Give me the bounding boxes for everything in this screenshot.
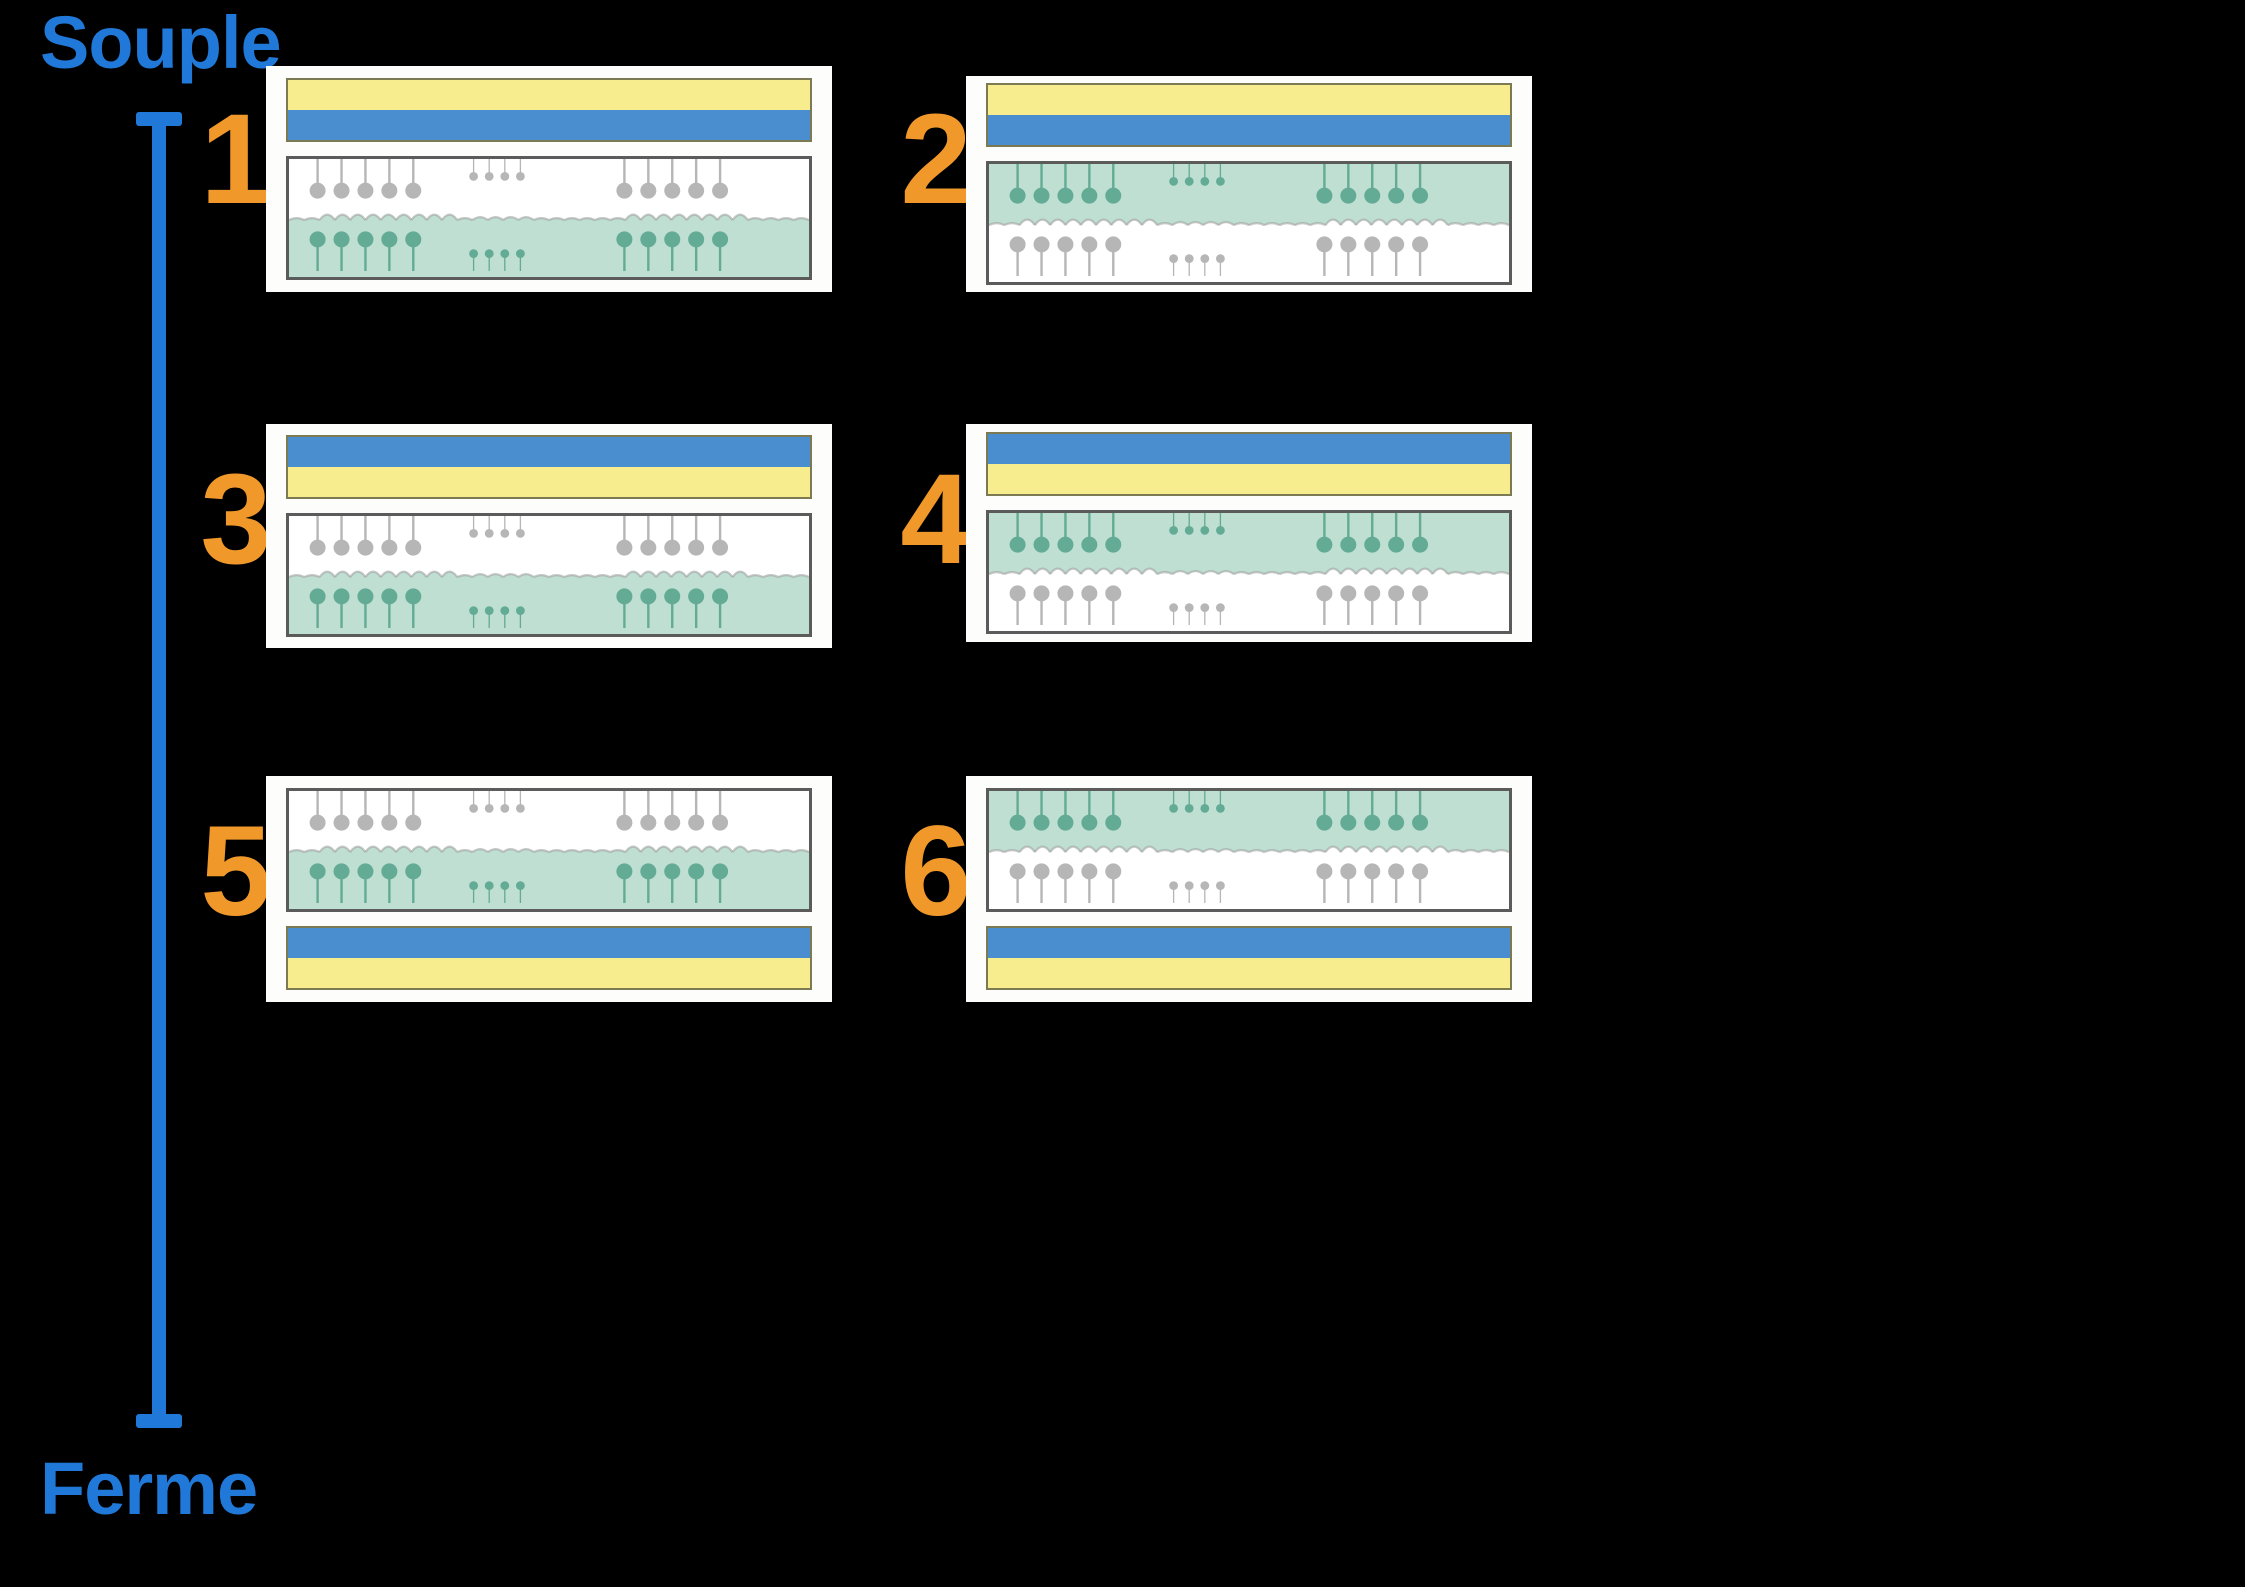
pillow-diagram <box>986 926 1512 990</box>
mattress-diagram <box>986 510 1512 634</box>
spring-pins-top <box>289 159 809 221</box>
panel-number-5: 5 <box>200 800 272 943</box>
mattress-diagram <box>286 156 812 280</box>
spring-pins-top <box>989 791 1509 853</box>
layer-boundary-wave <box>989 836 1509 862</box>
layer-boundary-wave <box>989 558 1509 584</box>
configuration-card-5[interactable] <box>266 776 832 1002</box>
firmness-axis: Souple Ferme <box>0 0 300 1587</box>
pillow-diagram <box>286 435 812 499</box>
pillow-diagram <box>986 83 1512 147</box>
spring-pins-bottom <box>289 847 809 909</box>
configuration-card-2[interactable] <box>966 76 1532 292</box>
axis-label-soft: Souple <box>40 1 282 84</box>
pillow-band-yellow <box>288 467 810 497</box>
panel-number-6: 6 <box>900 800 972 943</box>
pillow-band-yellow <box>988 85 1510 115</box>
layer-boundary-wave <box>289 561 809 587</box>
pillow-band-yellow <box>288 958 810 988</box>
spring-pins-bottom <box>989 220 1509 282</box>
spring-pins-bottom <box>289 215 809 277</box>
pillow-band-blue <box>288 110 810 140</box>
pillow-band-blue <box>988 928 1510 958</box>
pillow-band-blue <box>288 437 810 467</box>
configuration-card-1[interactable] <box>266 66 832 292</box>
configuration-card-6[interactable] <box>966 776 1532 1002</box>
pillow-band-yellow <box>988 958 1510 988</box>
layer-boundary-wave <box>289 204 809 230</box>
panel-number-2: 2 <box>900 88 972 231</box>
pillow-band-yellow <box>288 80 810 110</box>
mattress-diagram <box>986 788 1512 912</box>
axis-line <box>152 118 166 1428</box>
layer-boundary-wave <box>289 836 809 862</box>
spring-pins-bottom <box>989 569 1509 631</box>
pillow-band-blue <box>988 434 1510 464</box>
panel-number-4: 4 <box>900 448 972 591</box>
mattress-diagram <box>286 788 812 912</box>
spring-pins-top <box>289 516 809 578</box>
panel-number-3: 3 <box>200 448 272 591</box>
configuration-card-4[interactable] <box>966 424 1532 642</box>
mattress-diagram <box>986 161 1512 285</box>
pillow-band-blue <box>288 928 810 958</box>
spring-pins-top <box>989 513 1509 575</box>
pillow-band-yellow <box>988 464 1510 494</box>
spring-pins-top <box>989 164 1509 226</box>
axis-cap-bottom <box>136 1414 182 1428</box>
pillow-diagram <box>986 432 1512 496</box>
mattress-diagram <box>286 513 812 637</box>
spring-pins-bottom <box>289 572 809 634</box>
configuration-card-3[interactable] <box>266 424 832 648</box>
spring-pins-top <box>289 791 809 853</box>
pillow-band-blue <box>988 115 1510 145</box>
pillow-diagram <box>286 78 812 142</box>
spring-pins-bottom <box>989 847 1509 909</box>
pillow-diagram <box>286 926 812 990</box>
layer-boundary-wave <box>989 209 1509 235</box>
panel-number-1: 1 <box>200 88 272 231</box>
axis-label-firm: Ferme <box>40 1447 258 1530</box>
